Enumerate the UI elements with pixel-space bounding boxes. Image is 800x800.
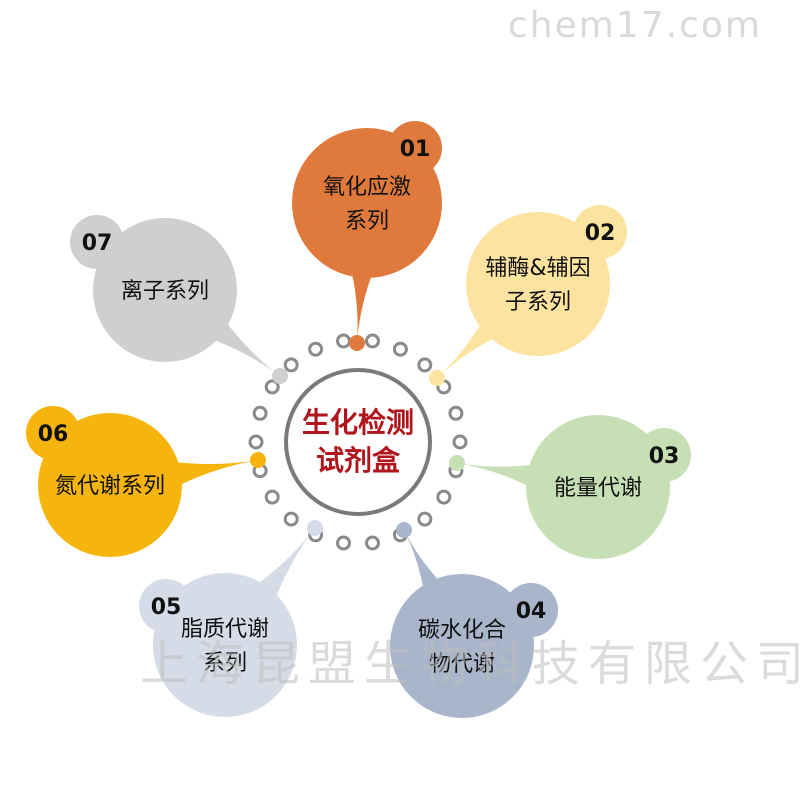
ring-dot [264, 489, 280, 505]
ring-dot [436, 489, 452, 505]
node-label-line: 子系列 [505, 290, 571, 315]
number-badge [26, 406, 80, 460]
watermark-top: chem17.com [508, 5, 762, 46]
number-badge [504, 583, 558, 637]
ring-dot [448, 405, 464, 421]
ring-dot [252, 405, 268, 421]
node-label-line: 脂质代谢 [181, 617, 269, 642]
category-bubble [466, 212, 610, 356]
node-label-line: 系列 [345, 209, 389, 234]
connector-dot [396, 522, 412, 538]
ring-dot [308, 341, 324, 357]
center-circle [284, 368, 432, 516]
number-badge [637, 428, 691, 482]
ring-dot [248, 434, 264, 450]
ring-dot [417, 357, 433, 373]
node-number: 06 [38, 422, 69, 447]
node-label-line: 氮代谢系列 [55, 474, 165, 499]
number-badge [139, 579, 193, 633]
number-badge [573, 205, 627, 259]
connector-dot [349, 335, 365, 351]
center-hub: 生化检测 试剂盒 [284, 368, 432, 516]
node-number: 01 [400, 137, 431, 162]
ring-dot [365, 535, 380, 551]
node-label-line: 离子系列 [121, 279, 209, 304]
category-bubble [390, 574, 534, 718]
connector-dot [272, 368, 288, 384]
node-label-line: 能量代谢 [554, 476, 642, 501]
category-node-03: 03 能量代谢 [449, 415, 691, 559]
ring-dot [452, 434, 468, 450]
node-number: 05 [151, 595, 182, 620]
category-bubble [93, 218, 237, 362]
category-bubble [526, 415, 670, 559]
ring-dot [336, 333, 351, 349]
ring-dot [392, 341, 408, 357]
center-title-line1: 生化检测 [302, 406, 414, 439]
node-number: 03 [649, 444, 680, 469]
connector-dot [429, 370, 445, 386]
ring-dot [283, 357, 299, 373]
ring-dot [264, 379, 280, 395]
node-number: 04 [516, 599, 547, 624]
watermark-bottom: 上海昆盟生物科技有限公司 [140, 636, 800, 692]
node-number: 02 [585, 221, 616, 246]
ring-dot [283, 511, 299, 527]
node-label-line: 系列 [203, 651, 247, 676]
category-node-06: 06 氮代谢系列 [26, 406, 266, 557]
ring-dot [365, 333, 380, 349]
category-node-07: 07 离子系列 [70, 215, 288, 384]
connector-dot [449, 455, 465, 471]
number-badge [70, 215, 124, 269]
ring-dot [336, 535, 351, 551]
node-label-line: 辅酶&辅因 [485, 256, 590, 281]
connector-dot [307, 520, 323, 536]
ring-dot [417, 511, 433, 527]
number-badge [388, 121, 442, 175]
node-number: 07 [82, 231, 113, 256]
node-label-line: 氧化应激 [323, 175, 411, 200]
connector-dot [250, 452, 266, 468]
node-label-line: 碳水化合 [418, 618, 506, 643]
node-label-line: 物代谢 [429, 652, 495, 677]
center-title-line2: 试剂盒 [316, 444, 401, 477]
